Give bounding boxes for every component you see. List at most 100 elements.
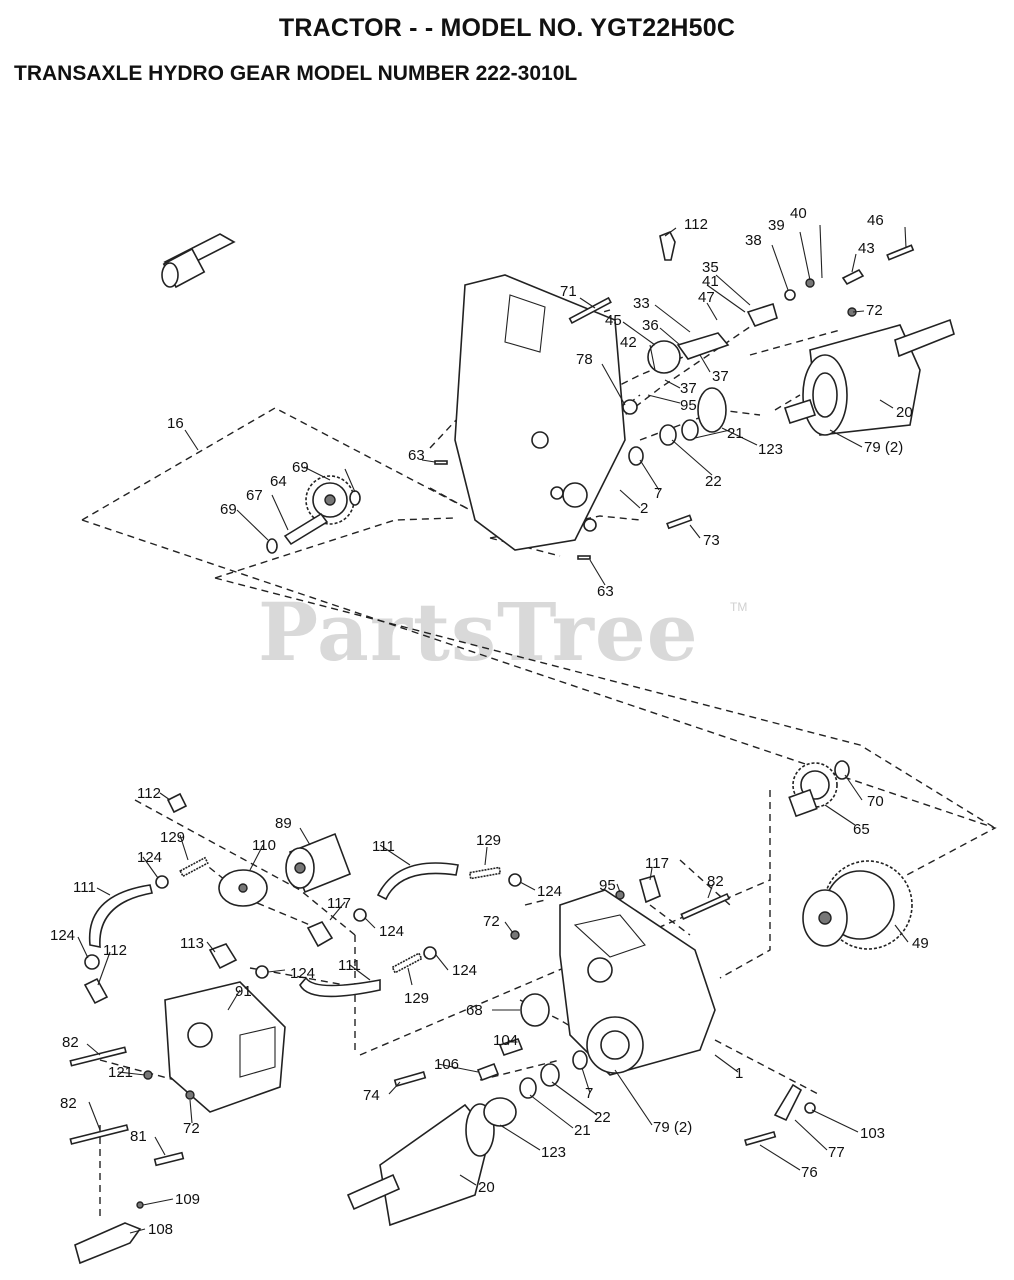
callout-112: 112 — [684, 216, 708, 233]
valve-104 — [498, 1038, 524, 1056]
pin-63-lower — [577, 555, 591, 560]
callout-78: 78 — [576, 351, 593, 368]
nut-109 — [136, 1201, 144, 1209]
gear-65 — [788, 760, 850, 818]
nut-39 — [805, 278, 815, 288]
callout-22: 22 — [705, 473, 722, 490]
callout-67: 67 — [246, 487, 263, 504]
callout-64: 64 — [270, 473, 287, 490]
callout-110: 110 — [252, 837, 276, 854]
callout-124: 124 — [137, 849, 162, 866]
clamp-124-c — [353, 908, 367, 922]
callout-21: 21 — [727, 425, 744, 442]
callout-65: 65 — [853, 821, 870, 838]
callout-124: 124 — [50, 927, 75, 944]
bolt-73 — [666, 514, 693, 530]
callout-37: 37 — [712, 368, 729, 385]
callout-123: 123 — [758, 441, 783, 458]
clamp-124-f — [423, 946, 437, 960]
lower-transaxle-parts — [69, 760, 913, 1265]
fitting-117-left — [306, 920, 334, 948]
callout-95: 95 — [599, 877, 616, 894]
page-title: TRACTOR - - MODEL NO. YGT22H50C — [278, 14, 736, 42]
callout-112: 112 — [137, 785, 161, 802]
callout-95: 95 — [680, 397, 697, 414]
bracket-35 — [746, 302, 778, 327]
callout-79: 79 (2) — [653, 1119, 692, 1136]
differential-49 — [802, 860, 913, 950]
pin-63-upper — [434, 460, 448, 465]
callout-20: 20 — [478, 1179, 495, 1196]
callout-63: 63 — [408, 447, 425, 464]
callout-108: 108 — [148, 1221, 173, 1238]
callout-76: 76 — [801, 1164, 818, 1181]
callout-81: 81 — [130, 1128, 147, 1145]
callout-22: 22 — [594, 1109, 611, 1126]
washer-103 — [804, 1102, 816, 1114]
callout-1: 1 — [735, 1065, 743, 1082]
callout-72: 72 — [183, 1120, 200, 1137]
callout-69: 69 — [292, 459, 309, 476]
clamp-124-a — [155, 875, 169, 889]
callout-39: 39 — [768, 217, 785, 234]
o-ring-68 — [520, 993, 550, 1027]
washer-21-upper — [681, 419, 699, 441]
callout-33: 33 — [633, 295, 650, 312]
washer-7-lower — [572, 1050, 588, 1070]
callout-104: 104 — [493, 1032, 518, 1049]
callout-124: 124 — [290, 965, 315, 982]
callout-124: 124 — [379, 923, 404, 940]
hose-111-middle — [376, 862, 459, 901]
fitting-117-right — [639, 875, 661, 904]
callout-70: 70 — [867, 793, 884, 810]
upper-transaxle-parts — [161, 230, 955, 560]
callout-111: 111 — [372, 838, 395, 855]
callout-124: 124 — [537, 883, 562, 900]
filter-89 — [285, 832, 352, 894]
fitting-112-left — [166, 792, 188, 814]
input-shaft-16 — [161, 233, 236, 289]
housing-2 — [454, 274, 626, 551]
shift-arm-77 — [773, 1083, 803, 1122]
bolt-76 — [744, 1130, 777, 1147]
callout-7: 7 — [654, 485, 662, 502]
callout-89: 89 — [275, 815, 292, 832]
trademark-mark: TM — [730, 600, 748, 614]
callout-82: 82 — [60, 1095, 77, 1112]
fitting-113 — [208, 943, 238, 970]
callout-91: 91 — [235, 983, 252, 1000]
callout-47: 47 — [698, 289, 715, 306]
callout-72: 72 — [483, 913, 500, 930]
callout-73: 73 — [703, 532, 720, 549]
washer-21-lower — [519, 1077, 537, 1099]
callout-69: 69 — [220, 501, 237, 518]
hose-111-left — [88, 884, 153, 948]
nut-121 — [143, 1070, 153, 1080]
callout-45: 45 — [605, 312, 622, 329]
callout-35: 35 — [702, 259, 719, 276]
callout-72: 72 — [866, 302, 883, 319]
callout-74: 74 — [363, 1087, 380, 1104]
bolt-74 — [393, 1070, 427, 1088]
callout-129: 129 — [404, 990, 429, 1007]
fitting-112-upper — [659, 230, 676, 261]
valve-106 — [476, 1062, 500, 1082]
axle-housing-20-upper — [783, 318, 955, 436]
washer-69 — [266, 538, 278, 554]
clamp-124-b — [508, 873, 522, 887]
callout-117: 117 — [327, 895, 351, 912]
bolt-71 — [568, 296, 612, 325]
callout-103: 103 — [860, 1125, 885, 1142]
callout-82: 82 — [62, 1034, 79, 1051]
callout-112: 112 — [103, 942, 127, 959]
callout-109: 109 — [175, 1191, 200, 1208]
callout-20: 20 — [896, 404, 913, 421]
o-ring-123-upper — [697, 387, 727, 433]
callout-42: 42 — [620, 334, 637, 351]
callout-129: 129 — [476, 832, 501, 849]
bolt-82-a — [69, 1046, 127, 1067]
callout-129: 129 — [160, 829, 185, 846]
bolt-82-c — [680, 892, 731, 920]
callout-106: 106 — [434, 1056, 459, 1073]
callout-82: 82 — [707, 873, 724, 890]
